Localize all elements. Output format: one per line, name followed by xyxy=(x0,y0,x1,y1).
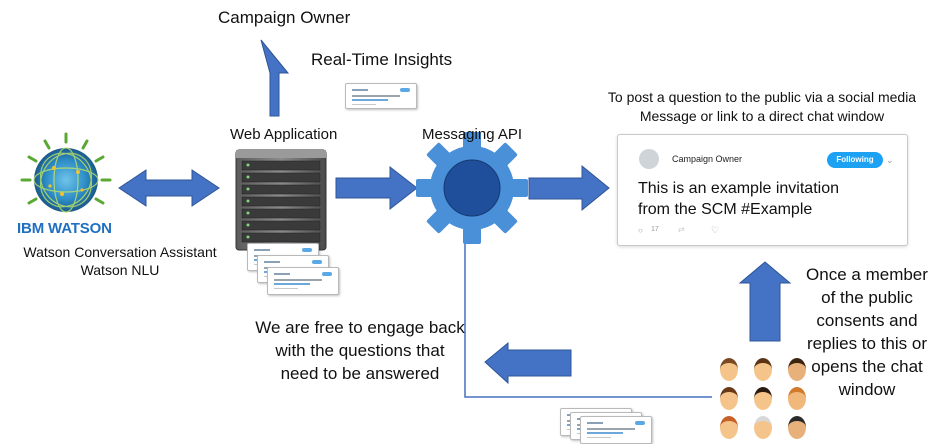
person-icon xyxy=(754,358,772,381)
person-icon xyxy=(788,416,806,439)
like-icon[interactable]: ♡ xyxy=(711,225,720,235)
up-arrow-to-owner xyxy=(260,39,290,117)
real-time-insights-label: Real-Time Insights xyxy=(311,50,453,69)
watson-globe-icon xyxy=(20,132,112,213)
watson-label-line2: Watson NLU xyxy=(80,262,160,278)
person-icon xyxy=(788,358,806,381)
card-text-line2: from the SCM #Example xyxy=(638,201,813,218)
bottom-tweet-thumbnail-3 xyxy=(580,416,652,444)
post-question-label-line1: To post a question to the public via a s… xyxy=(607,89,917,105)
consent-label-line5: opens the chat xyxy=(811,357,923,376)
arrow-webapp-to-api xyxy=(335,165,418,211)
consent-label-line2: of the public xyxy=(821,288,913,307)
avatar xyxy=(639,149,659,169)
invitation-tweet-card: Campaign Owner Following ⌄ This is an ex… xyxy=(617,134,908,246)
engage-label-line2: with the questions that xyxy=(275,341,445,360)
reply-icon[interactable]: ○ xyxy=(638,226,643,235)
messaging-api-label: Messaging API xyxy=(422,126,523,143)
person-icon xyxy=(754,387,772,410)
person-icon xyxy=(720,387,738,410)
gear-icon xyxy=(416,132,528,244)
person-icon xyxy=(788,387,806,410)
person-icon xyxy=(754,416,772,439)
ibm-watson-logo: IBM WATSON xyxy=(17,220,112,237)
consent-label-line4: replies to this or xyxy=(807,334,927,353)
consent-label-line3: consents and xyxy=(816,311,918,330)
retweet-icon[interactable]: ⇄ xyxy=(678,225,685,234)
chevron-down-icon[interactable]: ⌄ xyxy=(886,155,894,165)
person-icon xyxy=(720,358,738,381)
insight-tweet-thumbnail xyxy=(345,83,417,109)
up-arrow-people-to-card xyxy=(738,261,792,342)
consent-label-line6: window xyxy=(838,380,896,399)
reply-count: 17 xyxy=(651,226,659,233)
arrow-api-to-card xyxy=(528,164,610,212)
server-rack-icon xyxy=(235,149,327,251)
connector-line xyxy=(464,238,712,398)
engage-label-line1: We are free to engage back xyxy=(255,318,465,337)
card-author: Campaign Owner xyxy=(672,154,743,164)
web-application-label: Web Application xyxy=(230,126,338,143)
left-arrow-engage xyxy=(484,341,572,385)
double-arrow-watson-webapp xyxy=(118,169,220,207)
consent-label-line1: Once a member xyxy=(806,265,928,284)
person-icon xyxy=(720,416,738,439)
campaign-owner-label: Campaign Owner xyxy=(218,8,351,27)
post-question-label-line2: Message or link to a direct chat window xyxy=(639,108,885,124)
card-text-line1: This is an example invitation xyxy=(638,180,839,197)
webapp-tweet-thumbnail-3 xyxy=(267,267,339,295)
following-button[interactable]: Following xyxy=(827,152,883,168)
engage-label-line3: need to be answered xyxy=(280,364,440,383)
watson-label-line1: Watson Conversation Assistant xyxy=(23,244,217,260)
